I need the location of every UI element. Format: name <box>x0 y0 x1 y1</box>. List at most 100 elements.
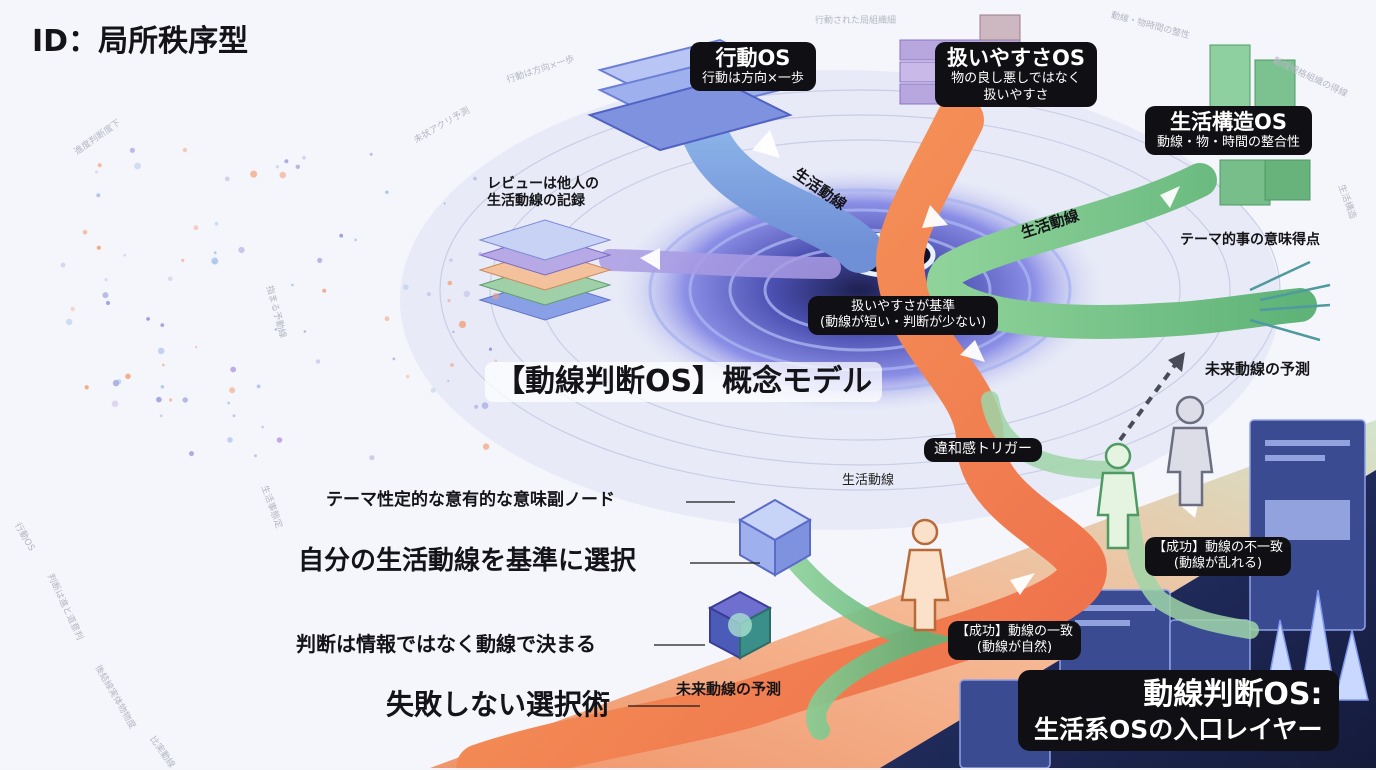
particle <box>160 385 165 389</box>
particle <box>449 258 453 262</box>
particle <box>238 246 245 254</box>
particle <box>452 330 455 334</box>
left-label-node: テーマ性定的な意有的な意味副ノード <box>326 490 615 510</box>
bottom-title-line-1: 動線判断OS: <box>1143 677 1323 712</box>
action-os-label: 行動OS 行動は方向×一歩 <box>690 42 816 91</box>
particle <box>276 437 283 443</box>
particle <box>230 366 237 373</box>
ghost-text: 行動された局組織細 <box>815 16 897 26</box>
particle <box>129 147 135 153</box>
particle <box>403 284 409 291</box>
particle <box>96 245 101 250</box>
figure-green <box>1096 442 1140 550</box>
future-dashed-arrow <box>1118 363 1177 442</box>
particle <box>488 347 493 351</box>
match-line-2: (動線が自然) <box>976 640 1053 656</box>
particle <box>492 292 500 300</box>
particle <box>105 300 111 306</box>
particle <box>274 328 278 331</box>
particle <box>458 320 467 328</box>
particle <box>317 257 323 263</box>
particle <box>369 455 375 461</box>
theme-point-label: テーマ的事の意味得点 <box>1180 232 1320 248</box>
life-os-title: 生活構造OS <box>1170 110 1287 134</box>
particle <box>160 323 165 327</box>
particle <box>134 162 141 170</box>
particle <box>447 280 453 286</box>
purple-path <box>599 249 841 279</box>
particle <box>447 299 451 303</box>
particle <box>104 278 108 282</box>
particle <box>284 159 289 164</box>
mismatch-line-1: 【成功】動線の不一致 <box>1153 540 1284 555</box>
particle <box>295 164 300 169</box>
id-title: ID：局所秩序型 <box>32 24 249 59</box>
particle <box>473 176 477 181</box>
particle <box>443 202 446 205</box>
particle <box>261 425 264 429</box>
particle <box>70 306 75 312</box>
path-label-lower: 生活動線 <box>842 473 895 488</box>
review-label: レビューは他人の 生活動線の記録 <box>487 176 599 210</box>
particle <box>102 292 109 299</box>
particle <box>162 363 165 367</box>
left-label-select: 自分の生活動線を基準に選択 <box>298 546 637 576</box>
bottom-title-line-2: 生活系OSの入口レイヤー <box>1034 714 1323 744</box>
particle <box>494 359 498 363</box>
particle <box>159 414 163 418</box>
particle <box>97 163 102 168</box>
green-lower-path <box>770 530 956 740</box>
particle <box>339 233 344 238</box>
particle <box>430 387 436 393</box>
particle <box>182 147 188 153</box>
particle <box>447 379 450 383</box>
left-label-nofail: 失敗しない選択術 <box>386 688 611 721</box>
particle <box>481 402 489 409</box>
path-arrows <box>640 130 1200 595</box>
action-os-subtitle: 行動は方向×一歩 <box>702 71 804 87</box>
review-line-1: レビューは他人の <box>487 176 599 192</box>
particle <box>256 384 261 389</box>
future-arrow-head <box>1168 352 1185 372</box>
particle <box>273 295 276 298</box>
particle <box>195 345 198 349</box>
life-os-label: 生活構造OS 動線・物・時間の整合性 <box>1145 106 1313 155</box>
future-right-label: 未来動線の予測 <box>1205 360 1311 378</box>
action-os-title: 行動OS <box>715 46 791 70</box>
life-os-subtitle: 動線・物・時間の整合性 <box>1157 135 1301 151</box>
ease-os-subtitle-1: 物の良し悪しではなく <box>951 71 1081 87</box>
particle <box>156 396 162 403</box>
success-mismatch-label: 【成功】動線の不一致 (動線が乱れる) <box>1145 537 1292 576</box>
blue-path <box>677 97 883 273</box>
particle <box>111 400 119 408</box>
particle <box>392 357 396 361</box>
ease-os-label: 扱いやすさOS 物の良し悪しではなく 扱いやすさ <box>935 42 1097 107</box>
particle <box>95 170 98 174</box>
particle <box>123 254 126 257</box>
particle <box>213 251 217 255</box>
particle <box>157 347 165 355</box>
center-line-1: 扱いやすさが基準 <box>851 299 956 314</box>
trigger-label: 違和感トリガー <box>924 438 1042 462</box>
center-line-2: (動線が短い・判断が少ない) <box>820 315 987 331</box>
particle <box>322 288 327 293</box>
particles <box>60 147 500 461</box>
particle <box>302 155 306 160</box>
ease-os-subtitle-2: 扱いやすさ <box>983 87 1049 103</box>
particle <box>254 454 257 458</box>
particle <box>250 170 258 178</box>
particle <box>369 152 373 156</box>
particle <box>96 193 101 198</box>
particle <box>232 414 236 418</box>
node-cube <box>737 498 813 577</box>
particle <box>211 257 219 265</box>
particle <box>303 330 307 333</box>
particle <box>279 171 287 179</box>
particle <box>227 401 231 405</box>
leader-lines <box>628 501 760 707</box>
particle <box>168 398 173 402</box>
match-line-1: 【成功】動線の一致 <box>956 624 1074 639</box>
particle <box>478 251 483 257</box>
particle <box>84 385 89 390</box>
success-match-label: 【成功】動線の一致 (動線が自然) <box>948 621 1082 660</box>
